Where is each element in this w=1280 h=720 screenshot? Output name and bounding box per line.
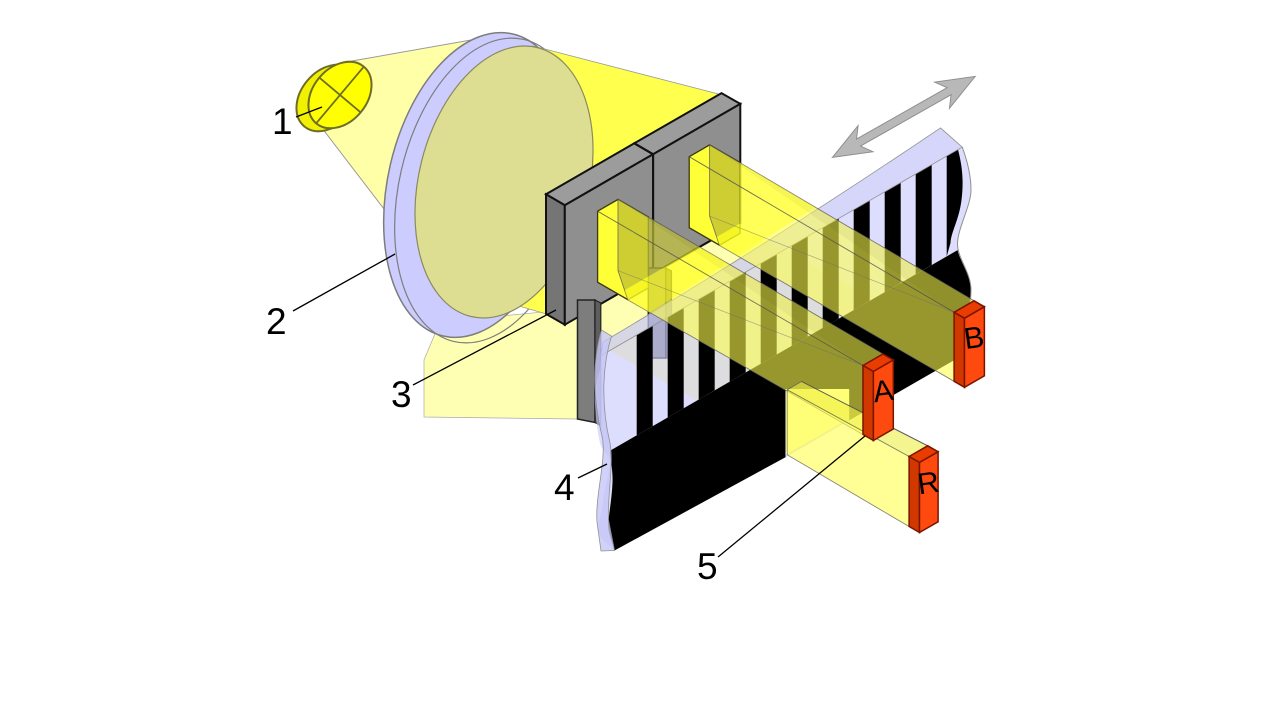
svg-text:B: B xyxy=(962,321,986,356)
svg-text:A: A xyxy=(871,374,895,409)
svg-text:2: 2 xyxy=(266,301,287,342)
svg-text:5: 5 xyxy=(697,546,718,587)
svg-text:R: R xyxy=(915,466,941,502)
svg-text:1: 1 xyxy=(272,101,293,142)
svg-text:3: 3 xyxy=(391,374,412,415)
svg-text:4: 4 xyxy=(554,467,575,508)
